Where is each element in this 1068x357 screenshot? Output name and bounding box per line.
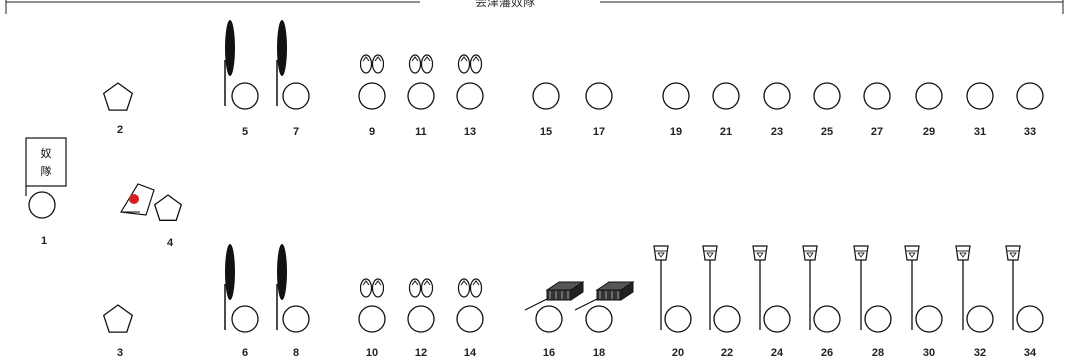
position-number: 12	[415, 347, 427, 357]
fan-red-dot	[129, 194, 139, 204]
person-circle	[29, 192, 55, 218]
person-circle	[967, 83, 993, 109]
person-circle	[283, 306, 309, 332]
position-number: 2	[117, 124, 123, 136]
position-number: 18	[593, 347, 605, 357]
person-circle	[408, 83, 434, 109]
person-circle	[865, 306, 891, 332]
person-circle	[283, 83, 309, 109]
position-number: 21	[720, 126, 732, 138]
person-circle	[457, 83, 483, 109]
person-circle	[359, 306, 385, 332]
banner-char-1: 奴	[41, 146, 52, 160]
sandals-icon	[459, 55, 482, 73]
person-circle	[814, 83, 840, 109]
pole-lantern-icon	[803, 246, 817, 260]
position-number: 4	[167, 237, 174, 249]
pentagon-marker-icon	[104, 83, 133, 110]
person-circle	[764, 306, 790, 332]
carrying-box-icon	[597, 282, 633, 300]
person-circle	[586, 306, 612, 332]
position-number: 20	[672, 347, 684, 357]
pole-lantern-icon	[753, 246, 767, 260]
position-number: 3	[117, 347, 123, 357]
position-number: 5	[242, 126, 248, 138]
position-number: 34	[1024, 347, 1037, 357]
person-circle	[916, 83, 942, 109]
banner-flag	[26, 138, 66, 186]
sandals-icon	[459, 279, 482, 297]
sandals-icon	[410, 279, 433, 297]
person-circle	[864, 83, 890, 109]
person-circle	[665, 306, 691, 332]
person-circle	[1017, 306, 1043, 332]
position-number: 11	[415, 126, 427, 138]
pole-lantern-icon	[1006, 246, 1020, 260]
banner-char-2: 隊	[41, 164, 52, 178]
position-number: 28	[872, 347, 884, 357]
position-number: 7	[293, 126, 299, 138]
person-circle	[408, 306, 434, 332]
sandals-icon	[361, 279, 384, 297]
carrying-box-icon	[547, 282, 583, 300]
position-number: 29	[923, 126, 935, 138]
position-number: 13	[464, 126, 476, 138]
person-circle	[1017, 83, 1043, 109]
person-circle	[457, 306, 483, 332]
folding-fan-icon	[121, 184, 154, 215]
position-number: 10	[366, 347, 378, 357]
person-circle	[586, 83, 612, 109]
position-number: 23	[771, 126, 783, 138]
tall-spear-icon	[225, 20, 235, 76]
person-circle	[232, 306, 258, 332]
pole-lantern-icon	[905, 246, 919, 260]
person-circle	[663, 83, 689, 109]
pole-lantern-icon	[654, 246, 668, 260]
person-circle	[536, 306, 562, 332]
pentagon-marker-icon	[104, 305, 133, 332]
position-number: 16	[543, 347, 555, 357]
position-number: 14	[464, 347, 477, 357]
position-number: 17	[593, 126, 605, 138]
person-circle	[232, 83, 258, 109]
pole-lantern-icon	[703, 246, 717, 260]
position-number: 6	[242, 347, 248, 357]
person-circle	[764, 83, 790, 109]
person-circle	[713, 83, 739, 109]
person-circle	[533, 83, 559, 109]
position-number: 24	[771, 347, 784, 357]
sandals-icon	[361, 55, 384, 73]
person-circle	[916, 306, 942, 332]
pole-lantern-icon	[854, 246, 868, 260]
items-layer	[104, 20, 1020, 332]
person-circle	[714, 306, 740, 332]
position-number: 30	[923, 347, 935, 357]
position-number: 25	[821, 126, 833, 138]
position-number: 22	[721, 347, 733, 357]
position-number: 19	[670, 126, 682, 138]
tall-spear-icon	[277, 20, 287, 76]
position-number: 26	[821, 347, 833, 357]
position-number: 9	[369, 126, 375, 138]
person-circle	[967, 306, 993, 332]
position-number: 33	[1024, 126, 1036, 138]
position-number: 32	[974, 347, 986, 357]
tall-spear-icon	[277, 244, 287, 300]
people-layer	[29, 83, 1043, 332]
position-number: 27	[871, 126, 883, 138]
pentagon-marker-icon	[155, 195, 182, 220]
position-number: 8	[293, 347, 299, 357]
position-number: 1	[41, 235, 47, 247]
person-circle	[814, 306, 840, 332]
sandals-icon	[410, 55, 433, 73]
diagram-title: 会津藩奴隊	[475, 0, 535, 9]
banner-bearer: 奴 隊	[26, 138, 66, 196]
position-number: 15	[540, 126, 552, 138]
position-number: 31	[974, 126, 986, 138]
tall-spear-icon	[225, 244, 235, 300]
person-circle	[359, 83, 385, 109]
pole-lantern-icon	[956, 246, 970, 260]
